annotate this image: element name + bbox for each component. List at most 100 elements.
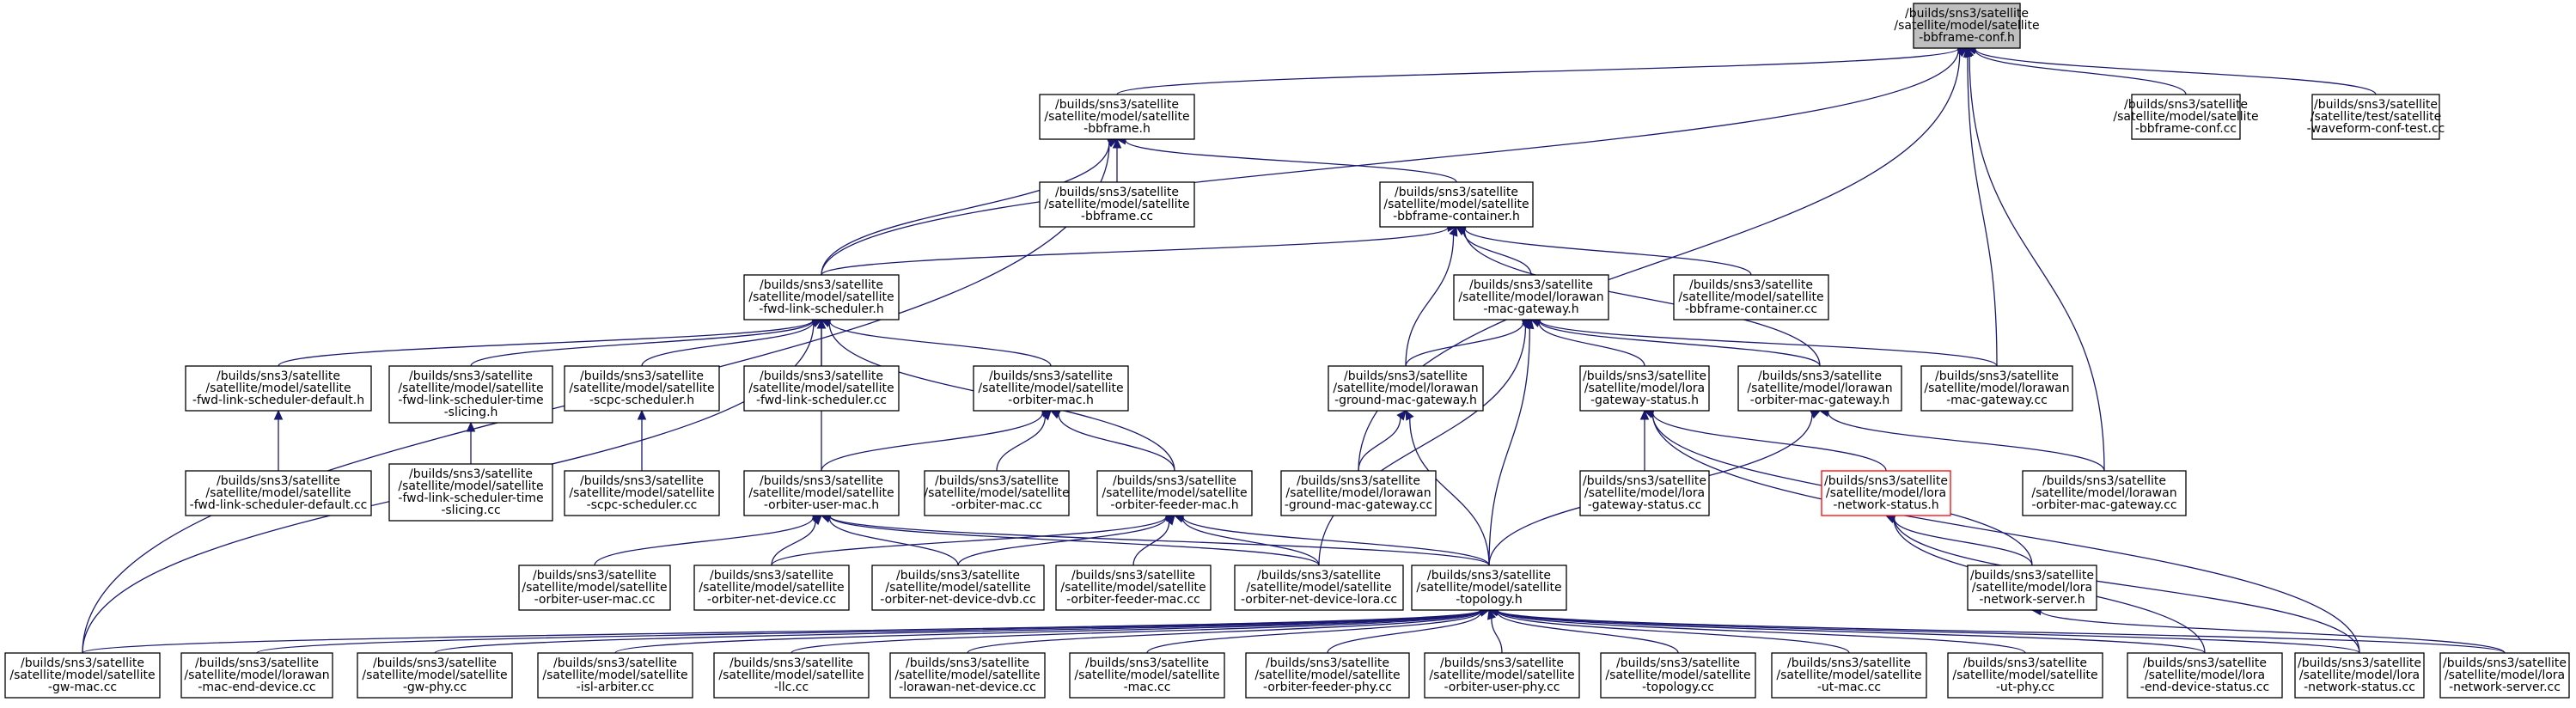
node-flst-h[interactable]: /builds/sns3/satellite/satellite/model/s… (388, 365, 553, 424)
node-topo-h[interactable]: /builds/sns3/satellite/satellite/model/s… (1411, 565, 1567, 611)
node-label-line: /builds/sns3/satellite (1583, 474, 1706, 488)
node-utphy-cc[interactable]: /builds/sns3/satellite/satellite/model/s… (1947, 652, 2103, 699)
edge-lgmg_h-to-lmg_h (1405, 318, 1533, 367)
node-scpc-h[interactable]: /builds/sns3/satellite/satellite/model/s… (564, 365, 720, 412)
node-lmg-h[interactable]: /builds/sns3/satellite/satellite/model/l… (1453, 274, 1609, 320)
node-leds-cc[interactable]: /builds/sns3/satellite/satellite/model/l… (2127, 652, 2283, 699)
node-lnsrv-cc[interactable]: /builds/sns3/satellite/satellite/model/l… (2439, 652, 2570, 699)
node-wave-test[interactable]: /builds/sns3/satellite/satellite/test/sa… (2307, 94, 2445, 140)
node-label-line: /builds/sns3/satellite (2143, 656, 2267, 670)
edge-ond_cc-to-oum_h (771, 515, 822, 566)
node-ofm-h[interactable]: /builds/sns3/satellite/satellite/model/s… (1096, 470, 1253, 516)
node-label-line: -topology.h (1456, 593, 1523, 607)
node-lomg-h[interactable]: /builds/sns3/satellite/satellite/model/l… (1737, 365, 1902, 412)
node-conf-h[interactable]: /builds/sns3/satellite/satellite/model/s… (1894, 3, 2040, 49)
node-box (743, 365, 900, 412)
node-bbframe-cc[interactable]: /builds/sns3/satellite/satellite/model/s… (1039, 181, 1195, 228)
node-ond-cc[interactable]: /builds/sns3/satellite/satellite/model/s… (693, 565, 850, 611)
node-lnd-cc[interactable]: /builds/sns3/satellite/satellite/model/s… (889, 652, 1046, 699)
node-label-line: /builds/sns3/satellite (2042, 474, 2166, 488)
node-lnsrv-h[interactable]: /builds/sns3/satellite/satellite/model/l… (1967, 565, 2097, 611)
node-conf-cc[interactable]: /builds/sns3/satellite/satellite/model/s… (2113, 94, 2259, 140)
node-om-cc[interactable]: /builds/sns3/satellite/satellite/model/s… (924, 470, 1070, 516)
node-label-line: /satellite/model/satellite (1416, 581, 1561, 595)
node-oum-h[interactable]: /builds/sns3/satellite/satellite/model/s… (743, 470, 900, 516)
node-lomg-cc[interactable]: /builds/sns3/satellite/satellite/model/l… (2022, 470, 2187, 516)
node-oup-cc[interactable]: /builds/sns3/satellite/satellite/model/s… (1424, 652, 1580, 699)
node-label-line: /satellite/model/satellite (1246, 581, 1391, 595)
node-label-line: /builds/sns3/satellite (1440, 656, 1564, 670)
node-label-line: /builds/sns3/satellite (1395, 186, 1518, 199)
node-bbframe-h[interactable]: /builds/sns3/satellite/satellite/model/s… (1039, 94, 1195, 140)
node-label-line: /satellite/model/lora (1584, 486, 1705, 500)
node-label-line: /satellite/model/satellite (748, 290, 894, 304)
node-topo-cc[interactable]: /builds/sns3/satellite/satellite/model/s… (1600, 652, 1756, 699)
node-om-h[interactable]: /builds/sns3/satellite/satellite/model/s… (973, 365, 1129, 412)
node-lns-cc[interactable]: /builds/sns3/satellite/satellite/model/l… (2294, 652, 2425, 699)
node-label-line: /builds/sns3/satellite (760, 474, 883, 488)
node-label-line: /builds/sns3/satellite (1824, 474, 1948, 488)
edge-bbframe_cc-to-bbframe_h (1112, 137, 1122, 183)
node-fls-h[interactable]: /builds/sns3/satellite/satellite/model/s… (743, 274, 900, 320)
edge-flsd_cc-to-flsd_h (273, 409, 284, 471)
node-box (185, 470, 372, 516)
node-container-h[interactable]: /builds/sns3/satellite/satellite/model/s… (1379, 181, 1534, 228)
node-box (889, 652, 1046, 699)
node-gwphy-cc[interactable]: /builds/sns3/satellite/satellite/model/s… (357, 652, 513, 699)
node-label-line: /builds/sns3/satellite (2124, 98, 2248, 112)
node-label-line: /satellite/model/satellite (1894, 19, 2039, 33)
node-label-line: /satellite/model/satellite (2113, 110, 2258, 124)
edge-flsd_h-to-fls_h (278, 315, 823, 367)
node-flsd-h[interactable]: /builds/sns3/satellite/satellite/model/s… (185, 365, 372, 412)
node-box (1280, 470, 1437, 516)
node-flst-cc[interactable]: /builds/sns3/satellite/satellite/model/s… (388, 463, 553, 522)
node-label-line: /builds/sns3/satellite (906, 656, 1029, 670)
node-gwmac-cc[interactable]: /builds/sns3/satellite/satellite/model/s… (4, 652, 161, 699)
node-oum-cc[interactable]: /builds/sns3/satellite/satellite/model/s… (518, 565, 671, 611)
node-box (871, 565, 1045, 611)
edge-lgmg_cc-to-lgmg_h (1358, 410, 1407, 472)
node-label-line: -bbframe-conf.h (1919, 31, 2015, 45)
node-box (1411, 565, 1567, 611)
edge-om_h-to-fls_h (820, 316, 1052, 367)
node-llc-cc[interactable]: /builds/sns3/satellite/satellite/model/s… (713, 652, 870, 699)
node-lns-h[interactable]: /builds/sns3/satellite/satellite/model/l… (1821, 470, 1951, 516)
node-label-line: /builds/sns3/satellite (553, 656, 677, 670)
edge-lmg_cc-to-conf_h (1963, 46, 1998, 367)
node-box (2311, 94, 2440, 140)
node-label-line: /satellite/model/satellite (894, 668, 1040, 682)
node-onddvb-cc[interactable]: /builds/sns3/satellite/satellite/model/s… (871, 565, 1045, 611)
node-lgs-h[interactable]: /builds/sns3/satellite/satellite/model/l… (1579, 365, 1710, 412)
node-box (180, 652, 333, 699)
node-container-cc[interactable]: /builds/sns3/satellite/satellite/model/s… (1673, 274, 1829, 320)
node-label-line: /builds/sns3/satellite (1616, 656, 1740, 670)
node-lmed-cc[interactable]: /builds/sns3/satellite/satellite/model/l… (180, 652, 333, 699)
node-utmac-cc[interactable]: /builds/sns3/satellite/satellite/model/s… (1771, 652, 1927, 699)
node-box (2294, 652, 2425, 699)
node-ofm-cc[interactable]: /builds/sns3/satellite/satellite/model/s… (1055, 565, 1212, 611)
node-ofp-cc[interactable]: /builds/sns3/satellite/satellite/model/s… (1245, 652, 1410, 699)
node-lgmg-cc[interactable]: /builds/sns3/satellite/satellite/model/l… (1280, 470, 1437, 516)
node-box (1453, 274, 1609, 320)
node-isl-cc[interactable]: /builds/sns3/satellite/satellite/model/s… (537, 652, 693, 699)
node-lmg-cc[interactable]: /builds/sns3/satellite/satellite/model/l… (1920, 365, 2073, 412)
node-fls-cc[interactable]: /builds/sns3/satellite/satellite/model/s… (743, 365, 900, 412)
node-box (1967, 565, 2097, 611)
node-lgmg-h[interactable]: /builds/sns3/satellite/satellite/model/l… (1328, 365, 1484, 412)
node-label-line: -bbframe-container.cc (1685, 302, 1817, 316)
node-ondlora-cc[interactable]: /builds/sns3/satellite/satellite/model/s… (1234, 565, 1404, 611)
node-label-line: -orbiter-feeder-mac.h (1110, 498, 1238, 512)
edge-lmg_cc-to-lmg_h (1529, 315, 1998, 367)
edge-lomg_cc-to-conf_h (1965, 46, 2105, 472)
node-flsd-cc[interactable]: /builds/sns3/satellite/satellite/model/s… (185, 470, 372, 516)
node-lgs-cc[interactable]: /builds/sns3/satellite/satellite/model/l… (1579, 470, 1710, 516)
node-box (973, 365, 1129, 412)
node-label-line: -ground-mac-gateway.h (1334, 394, 1477, 407)
node-mac-cc[interactable]: /builds/sns3/satellite/satellite/model/s… (1069, 652, 1225, 699)
node-scpc-cc[interactable]: /builds/sns3/satellite/satellite/model/s… (564, 470, 720, 516)
node-label-line: /builds/sns3/satellite (21, 656, 144, 670)
node-label-line: /builds/sns3/satellite (1963, 656, 2087, 670)
edge-topo_h-to-oum_h (820, 511, 1490, 566)
node-box (357, 652, 513, 699)
edge-ofm_h-to-om_h (1049, 410, 1175, 472)
